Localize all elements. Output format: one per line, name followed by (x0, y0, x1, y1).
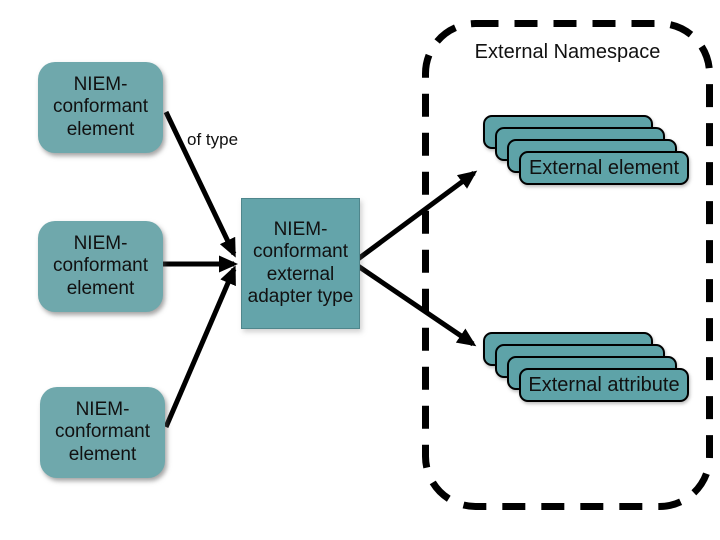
niem-conformant-element-box-1: NIEM-conformant element (38, 62, 163, 153)
niem-element-label-1: NIEM-conformant element (52, 74, 149, 140)
adapter-type-box: NIEM-conformant external adapter type (241, 198, 360, 329)
external-namespace-boundary (422, 20, 713, 510)
arrow-element1-to-adapter (163, 110, 237, 258)
external-attribute-stack: External attribute (483, 332, 693, 407)
external-attribute-label: External attribute (528, 373, 680, 396)
arrow-element3-to-adapter (163, 265, 237, 428)
niem-element-label-2: NIEM-conformant element (52, 233, 149, 299)
edge-label-of-type: of type (187, 130, 239, 149)
external-element-label: External element (528, 156, 680, 179)
niem-conformant-element-box-3: NIEM-conformant element (40, 387, 165, 478)
external-element-stack: External element (483, 115, 693, 190)
arrow-adapter-to-element-stack (356, 170, 478, 262)
external-namespace-title: External Namespace (474, 41, 661, 63)
niem-element-label-3: NIEM-conformant element (54, 399, 151, 465)
adapter-type-label: NIEM-conformant external adapter type (247, 218, 354, 307)
niem-conformant-element-box-2: NIEM-conformant element (38, 221, 163, 312)
external-element-card-front: External element (519, 151, 689, 185)
external-attribute-card-front: External attribute (519, 368, 689, 402)
arrow-adapter-to-attribute-stack (356, 263, 477, 347)
